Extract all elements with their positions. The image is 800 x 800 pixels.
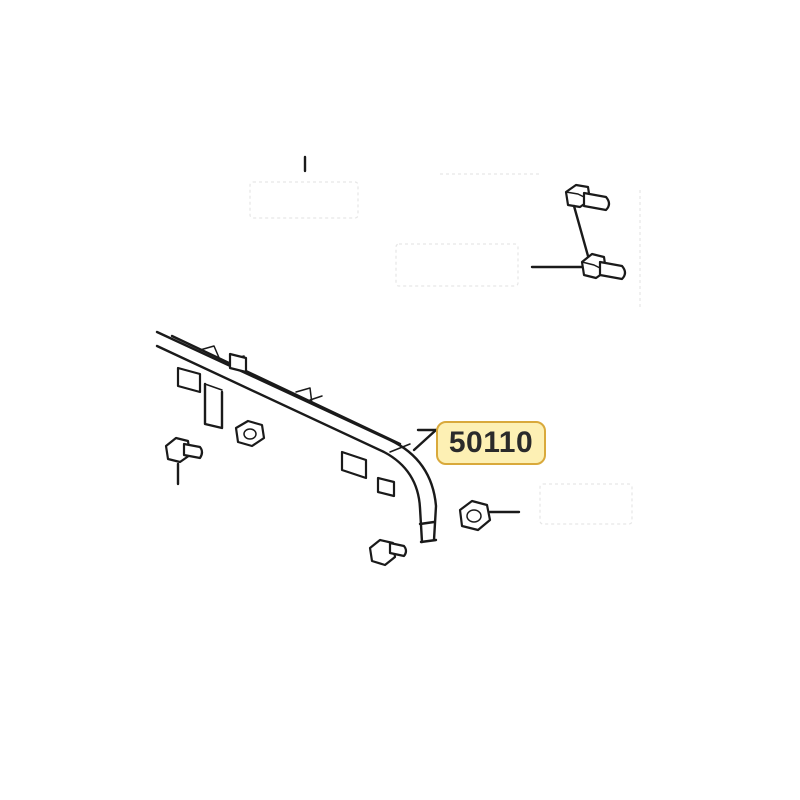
frame-rail [155,330,438,544]
part-number-callout[interactable]: 50110 [436,421,546,465]
flange-bolt-lower [580,252,627,281]
part-number-label: 50110 [448,426,534,459]
flange-bolt-bottom [368,538,408,567]
flange-nut-left [234,419,266,448]
flange-bolt-upper [564,183,611,212]
flange-nut-right [458,499,521,532]
bolt-link-line [572,204,590,258]
flange-bolt-left [164,436,204,486]
upper-bolt-pair [530,183,627,281]
callout-leader-line [412,428,438,452]
erased-label-areas [249,173,641,525]
